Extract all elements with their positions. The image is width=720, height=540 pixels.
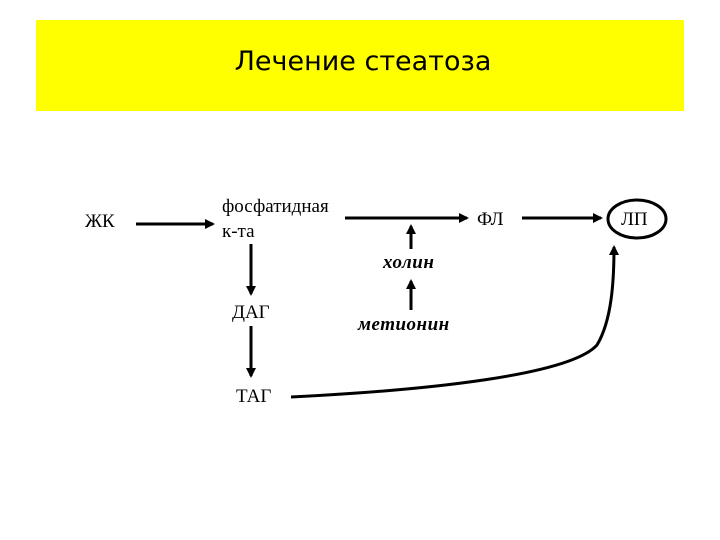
slide-title: Лечение стеатоза xyxy=(234,46,492,77)
node-lp: ЛП xyxy=(621,209,648,230)
node-cholin: холин xyxy=(382,252,434,273)
arrow-tag-to-lp xyxy=(290,245,619,399)
node-phosphatidic-acid-line2: к-та xyxy=(222,221,255,242)
node-tag: ТАГ xyxy=(236,386,271,407)
node-zhk: ЖК xyxy=(85,211,115,232)
title-banner: Лечение стеатоза xyxy=(36,20,684,111)
node-methionine: метионин xyxy=(357,314,450,335)
node-dag: ДАГ xyxy=(232,302,270,323)
node-phosphatidic-acid-line1: фосфатидная xyxy=(222,196,329,217)
node-fl: ФЛ xyxy=(477,209,504,230)
lp-circle xyxy=(606,198,668,240)
